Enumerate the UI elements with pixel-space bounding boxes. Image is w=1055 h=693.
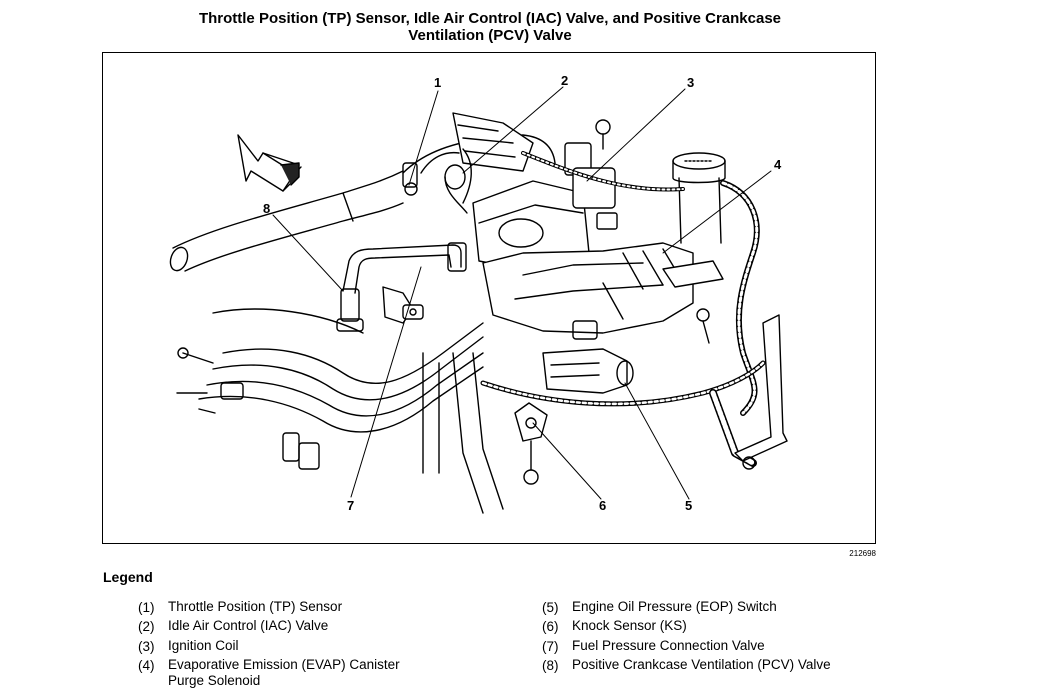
fuel-lines — [176, 322, 484, 470]
legend-item-number: (2) — [138, 619, 155, 635]
throttle-body — [402, 112, 590, 274]
legend-column-left: (1) Throttle Position (TP) Sensor (2) Id… — [138, 598, 498, 691]
callout-5: 5 — [685, 498, 692, 513]
legend-item: (5) Engine Oil Pressure (EOP) Switch — [542, 598, 902, 617]
legend-item-text: Evaporative Emission (EVAP) Canister Pur… — [168, 657, 400, 689]
legend-item-number: (6) — [542, 619, 559, 635]
engine-drawing: 1 2 3 4 5 6 7 8 — [169, 73, 788, 514]
fluid-reservoir — [672, 152, 726, 244]
intake-manifold — [482, 242, 694, 340]
legend-item: (2) Idle Air Control (IAC) Valve — [138, 617, 498, 636]
legend-item-text: Idle Air Control (IAC) Valve — [168, 618, 329, 634]
iac-valve — [444, 148, 472, 214]
title-line-2: Ventilation (PCV) Valve — [408, 27, 572, 44]
legend-item-number: (1) — [138, 600, 155, 615]
callout-labels: 1 2 3 4 5 6 7 8 — [263, 73, 782, 513]
wiring-harness — [480, 151, 766, 467]
callout-6: 6 — [599, 498, 606, 513]
ignition-coil — [564, 119, 618, 230]
knock-sensor — [514, 402, 548, 485]
evap-solenoid — [662, 260, 724, 344]
legend-item-number: (5) — [542, 600, 559, 615]
callout-2: 2 — [561, 73, 568, 88]
page-title: Throttle Position (TP) Sensor, Idle Air … — [100, 10, 880, 44]
title-line-1: Throttle Position (TP) Sensor, Idle Air … — [198, 10, 782, 27]
legend-item: (4) Evaporative Emission (EVAP) Canister… — [138, 656, 498, 691]
legend-item-number: (8) — [542, 658, 559, 674]
legend-item-text: Engine Oil Pressure (EOP) Switch — [572, 599, 777, 614]
legend-item: (6) Knock Sensor (KS) — [542, 617, 902, 636]
legend-column-right: (5) Engine Oil Pressure (EOP) Switch (6)… — [542, 598, 902, 676]
callout-4: 4 — [774, 157, 782, 172]
legend-item-text: Ignition Coil — [168, 637, 239, 653]
callout-8: 8 — [263, 201, 270, 216]
legend-item-text: Throttle Position (TP) Sensor — [168, 599, 343, 614]
direction-arrow-icon — [237, 134, 302, 192]
pcv-tube — [336, 242, 467, 332]
legend-item-number: (3) — [138, 638, 155, 654]
intake-hose — [169, 170, 404, 272]
figure-number: 212698 — [849, 549, 876, 558]
legend-item-number: (4) — [138, 658, 155, 674]
legend-item: (7) Fuel Pressure Connection Valve — [542, 637, 902, 656]
legend-item-text: Knock Sensor (KS) — [572, 618, 687, 634]
legend-item-text: Positive Crankcase Ventilation (PCV) Val… — [572, 657, 831, 673]
eop-switch — [542, 348, 634, 394]
callout-3: 3 — [687, 75, 694, 90]
support-bracket — [734, 314, 788, 470]
callout-leaders — [272, 86, 772, 500]
legend-item-text: Fuel Pressure Connection Valve — [572, 637, 765, 653]
callout-1: 1 — [434, 75, 441, 90]
legend-item: (8) Positive Crankcase Ventilation (PCV)… — [542, 656, 902, 675]
callout-7: 7 — [347, 498, 354, 513]
legend-item: (1) Throttle Position (TP) Sensor — [138, 598, 498, 617]
legend-item-number: (7) — [542, 638, 559, 654]
engine-illustration: 1 2 3 4 5 6 7 8 — [102, 52, 876, 544]
legend-item: (3) Ignition Coil — [138, 637, 498, 656]
legend-heading: Legend — [103, 569, 153, 585]
